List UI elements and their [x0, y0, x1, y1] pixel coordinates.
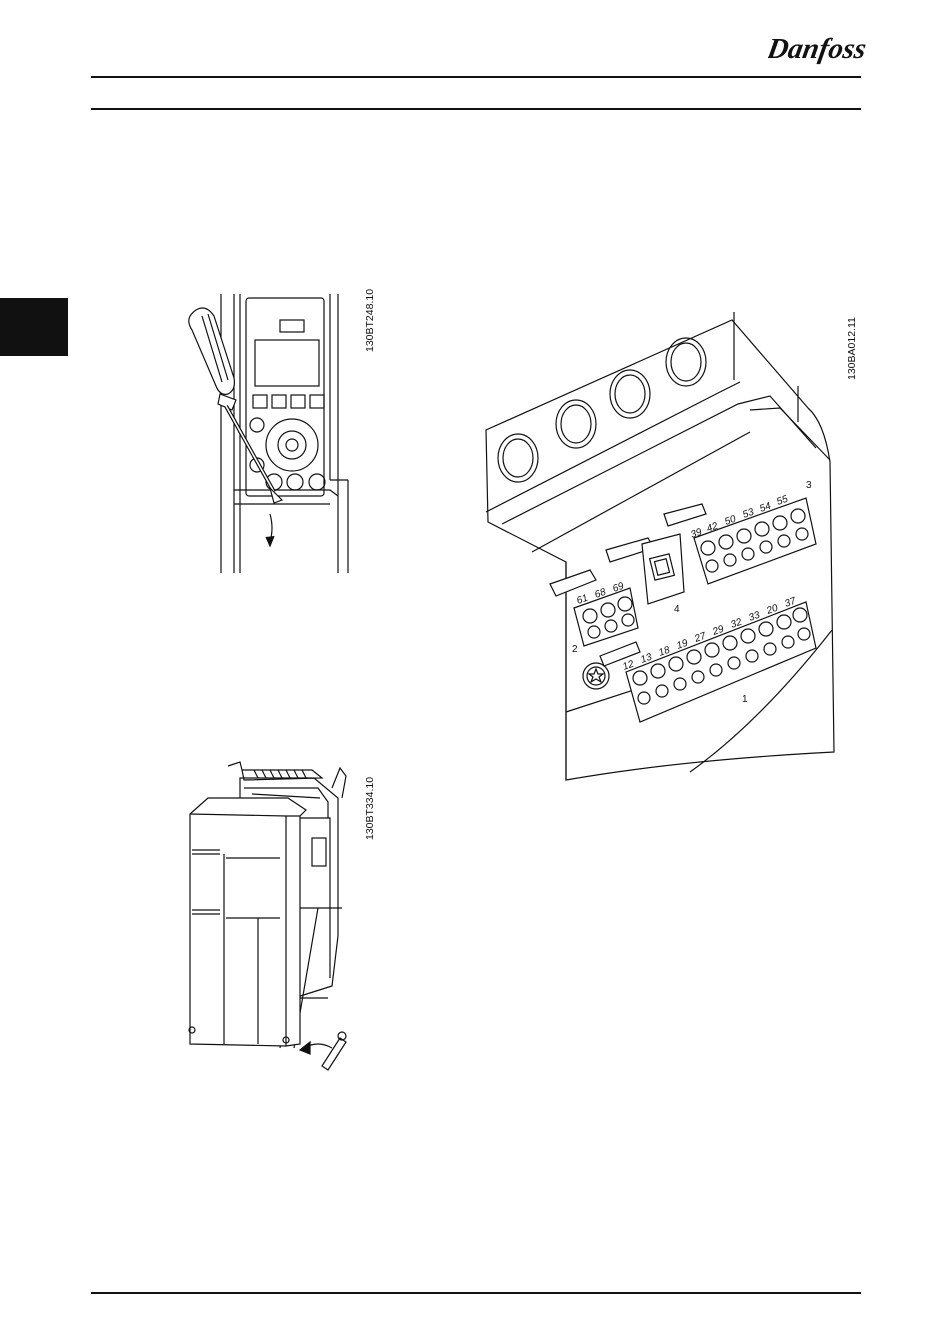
screwdriver-icon	[189, 308, 282, 503]
header-rule	[91, 76, 861, 78]
callout-1: 1	[742, 694, 748, 705]
figure-lcp-removal: 130BT248.10	[170, 290, 360, 580]
svg-text:Danfoss: Danfoss	[768, 33, 866, 65]
screw-icon	[322, 1032, 346, 1070]
figure-code: 130BT334.10	[364, 777, 376, 840]
figure-code: 130BT248.10	[364, 289, 376, 352]
callout-2: 2	[572, 644, 578, 655]
figure-cover-removal: 130BT334.10	[182, 758, 372, 1078]
footer-rule	[91, 1292, 861, 1294]
header-rule-lower	[91, 108, 861, 110]
figure-code: 130BA012.11	[846, 317, 858, 380]
danfoss-logo: Danfoss	[768, 24, 866, 74]
callout-4: 4	[674, 604, 680, 615]
figure-control-terminals: 61 68 69 39 42 50 53 54 55	[480, 312, 840, 782]
chapter-tab	[0, 298, 68, 356]
callout-3: 3	[806, 480, 812, 491]
